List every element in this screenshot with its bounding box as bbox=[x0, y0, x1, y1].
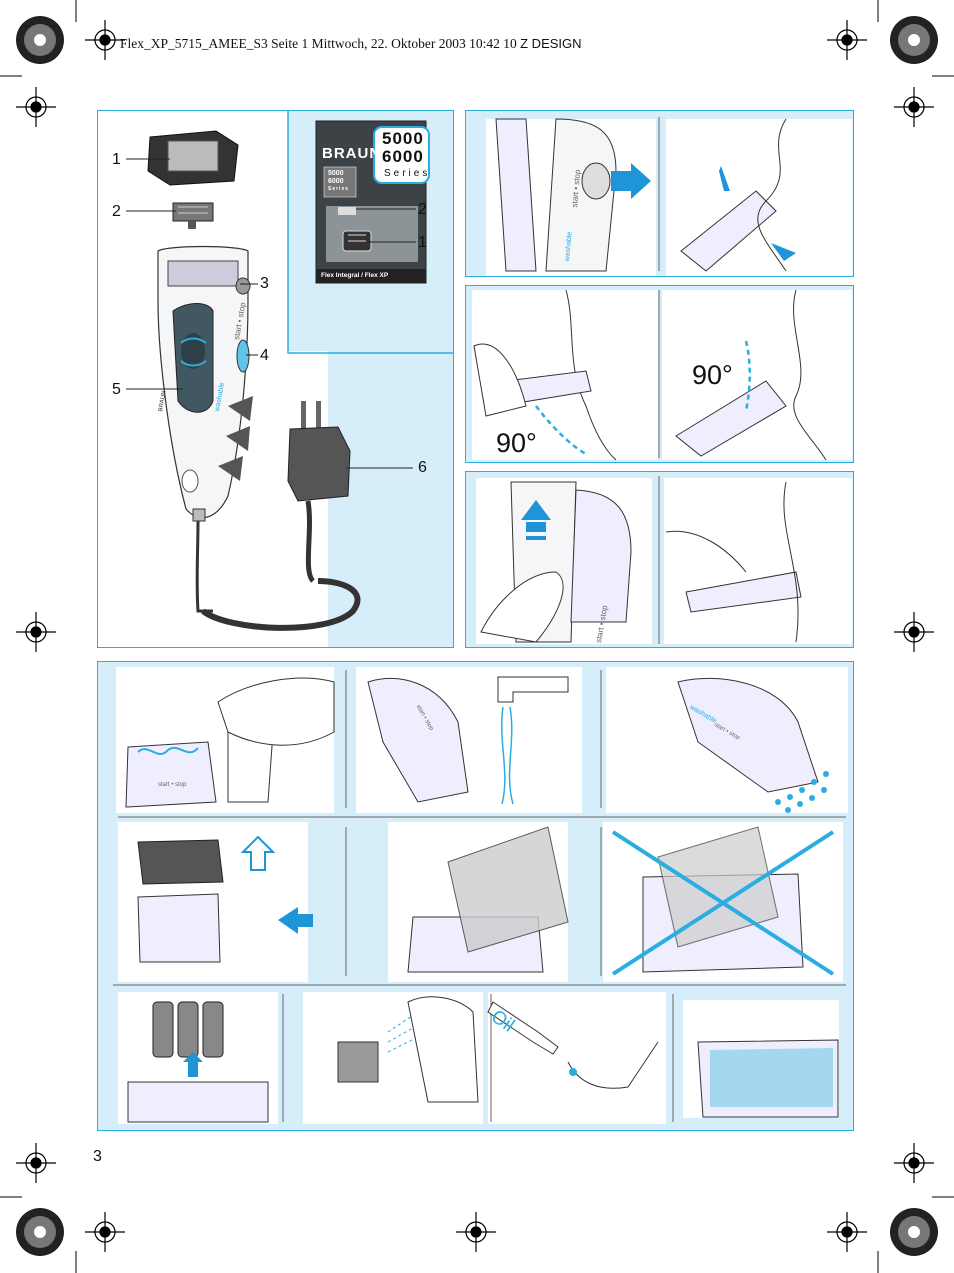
pack-series-label: Series bbox=[384, 168, 431, 179]
trimmer-inset-right bbox=[664, 478, 852, 644]
cutter-block-icon bbox=[172, 202, 214, 229]
switch-on-illustration bbox=[495, 117, 796, 272]
angle-label-left: 90° bbox=[496, 428, 537, 458]
insert-arrow-icon bbox=[183, 1052, 203, 1077]
callout-3: 3 bbox=[260, 275, 269, 292]
studio-label: Z DESIGN bbox=[520, 36, 582, 51]
clean-step-9 bbox=[488, 992, 666, 1124]
replacement-pack-icon bbox=[315, 120, 430, 284]
lift-arrow-icon bbox=[240, 835, 276, 871]
pack-small-6000: 6000 bbox=[328, 178, 344, 185]
angle-label-right: 90° bbox=[692, 360, 733, 390]
overview-illustration bbox=[126, 111, 453, 631]
push-arrow-icon bbox=[611, 163, 651, 199]
pack-callout-1: 1 bbox=[418, 234, 427, 251]
pack-brand: BRAUN bbox=[322, 145, 382, 162]
file-info: Flex_XP_5715_AMEE_S3 Seite 1 Mittwoch, 2… bbox=[120, 36, 517, 51]
pack-callout-2: 2 bbox=[418, 201, 427, 218]
trimmer-up-arrow-icon bbox=[521, 500, 551, 520]
cleaning-panel: washable start • stop start • stop start… bbox=[97, 661, 854, 1131]
pack-footer: Flex Integral / Flex XP bbox=[321, 272, 389, 279]
up-arrow-icon bbox=[719, 166, 730, 191]
pack-series-5000: 5000 bbox=[382, 129, 424, 148]
power-plug-icon bbox=[287, 401, 351, 583]
callout-6: 6 bbox=[418, 459, 427, 476]
callout-2: 2 bbox=[112, 203, 121, 220]
trimmer-illustration bbox=[480, 476, 802, 644]
shaver-body-icon bbox=[157, 245, 253, 613]
pack-series-6000: 6000 bbox=[382, 147, 424, 166]
callout-5: 5 bbox=[112, 381, 121, 398]
page-number: 3 bbox=[93, 1148, 102, 1165]
callout-1: 1 bbox=[112, 151, 121, 168]
clean-switch-label-1: start • stop bbox=[158, 782, 187, 788]
press-arrow-icon bbox=[278, 907, 313, 934]
shaving-angle-panel: 90° 90° bbox=[465, 285, 854, 463]
overview-panel: 1 2 3 4 5 6 2 1 start • stop washable BR… bbox=[97, 110, 454, 648]
shaving-angle-illustration bbox=[473, 289, 827, 461]
callout-4: 4 bbox=[260, 347, 269, 364]
foil-frame-icon bbox=[147, 130, 239, 186]
pack-small-series: Series bbox=[328, 186, 350, 192]
pack-small-5000: 5000 bbox=[328, 170, 344, 177]
print-header: Flex_XP_5715_AMEE_S3 Seite 1 Mittwoch, 2… bbox=[120, 36, 720, 54]
cross-line-2 bbox=[611, 830, 835, 976]
cleaning-illustration bbox=[113, 670, 846, 1123]
trimmer-panel: start • stop bbox=[465, 471, 854, 648]
switch-on-panel: start • stop washable bbox=[465, 110, 854, 277]
right-arrow-icon bbox=[771, 243, 796, 261]
